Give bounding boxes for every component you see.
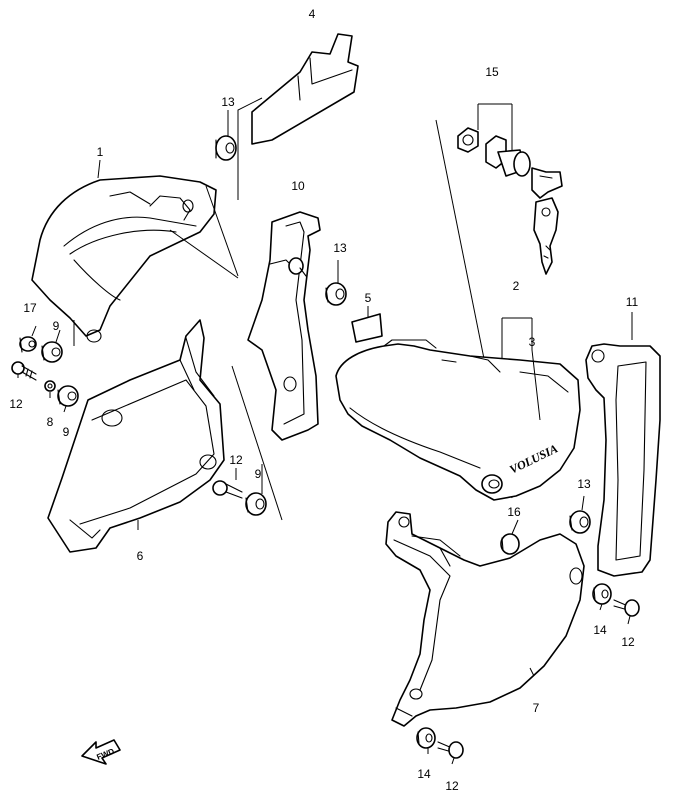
part-13-grommet-mid [325, 282, 347, 306]
callout-9-left: 9 [53, 319, 60, 333]
callout-13-mid: 13 [333, 241, 347, 255]
part-12-bolt-bottom [437, 741, 464, 759]
callout-3: 3 [529, 335, 536, 349]
callout-12-bottom: 12 [445, 779, 459, 793]
part-8-washer [44, 380, 56, 392]
callout-13-right: 13 [577, 477, 591, 491]
callout-14-right: 14 [593, 623, 607, 637]
callout-15: 15 [485, 65, 499, 79]
part-12-bolt-mid [212, 480, 243, 499]
part-13-grommet-top [215, 135, 237, 161]
part-12-bolt-left [11, 361, 37, 381]
part-9-grommet-right [245, 492, 267, 516]
part-7-side-cover [385, 511, 585, 727]
callout-14-bottom: 14 [417, 767, 431, 781]
part-9-grommet-mid [57, 385, 79, 407]
callout-9-mid: 9 [63, 425, 70, 439]
callout-12-right: 12 [621, 635, 635, 649]
callout-7: 7 [533, 701, 540, 715]
part-17-bushing [19, 336, 37, 353]
part-15-lock-set [457, 103, 563, 275]
part-14-collar-right [592, 583, 612, 605]
fwd-direction-arrow: FWD [81, 739, 121, 765]
callout-10: 10 [291, 179, 305, 193]
part-10-bracket [247, 211, 321, 441]
callout-8: 8 [47, 415, 54, 429]
callout-1: 1 [97, 145, 104, 159]
guide-line-left [231, 365, 283, 521]
callout-11: 11 [626, 295, 639, 309]
callout-12-mid: 12 [229, 453, 243, 467]
callout-13-top: 13 [221, 95, 235, 109]
part-5-label [351, 313, 383, 343]
part-12-bolt-right [613, 599, 640, 617]
callout-12-left: 12 [9, 397, 23, 411]
part-1-frame-cover [31, 159, 239, 346]
part-16-grommet [500, 533, 520, 555]
part-4-bracket [237, 33, 359, 200]
part-14-collar-bottom [416, 727, 436, 749]
part-13-grommet-right [569, 510, 591, 534]
callout-6: 6 [137, 549, 144, 563]
callout-16: 16 [507, 505, 521, 519]
callout-4: 4 [309, 7, 316, 21]
callout-9-right: 9 [255, 467, 262, 481]
part-2-center-cover: VOLUSIA [335, 339, 581, 501]
part-6-side-cover [47, 319, 225, 553]
callout-17: 17 [23, 301, 37, 315]
callout-5: 5 [365, 291, 372, 305]
callout-2: 2 [513, 279, 520, 293]
part-9-grommet-left [41, 341, 63, 363]
part-11-right-frame [585, 312, 661, 577]
